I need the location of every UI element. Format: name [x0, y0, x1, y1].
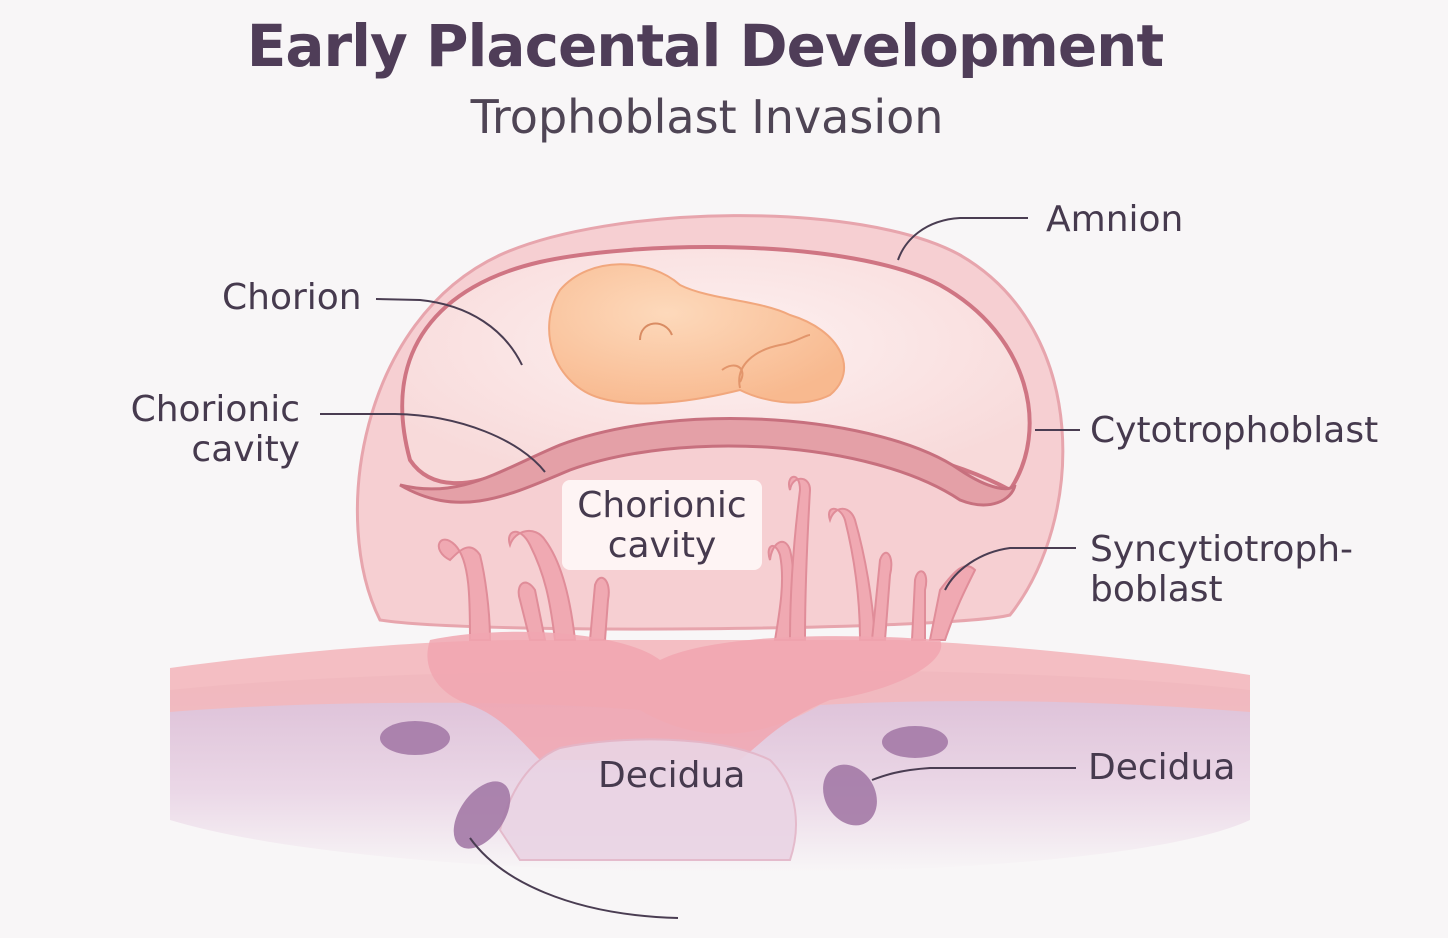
leader-syncytiotrophoblast [944, 547, 1076, 591]
amnion-membrane [399, 417, 1017, 507]
leader-chorion [375, 298, 523, 366]
label-syncytiotrophoblast: Syncytiotroph- boblast [1090, 530, 1353, 610]
leader-lines [320, 217, 1080, 919]
label-cytotrophoblast: Cytotrophoblast [1090, 410, 1379, 451]
leader-chorionic-cavity [320, 413, 546, 473]
embryo-detail [639, 322, 673, 341]
decidual-cell [823, 764, 877, 826]
label-amnion: Amnion [1046, 199, 1184, 240]
label-chorionic-cavity-left-line1: Chorionic [130, 389, 300, 430]
label-decidua-center: Decidua [598, 755, 746, 796]
decidual-cell [380, 721, 450, 755]
decidual-cells [380, 721, 948, 849]
label-chorionic-cavity-center-line2: cavity [607, 525, 717, 566]
label-chorionic-cavity-left: Chorionic cavity [100, 390, 300, 470]
label-chorionic-cavity-center: Chorionic cavity [562, 486, 762, 566]
embryo-curl [721, 364, 744, 383]
trophoblast-invasion-zone [427, 631, 942, 760]
label-syncytiotrophoblast-line1: Syncytiotroph- [1090, 529, 1354, 570]
label-chorionic-cavity-center-line1: Chorionic [577, 485, 747, 526]
decidual-cell [453, 781, 511, 849]
decidual-cell [882, 726, 948, 758]
leader-amnion [897, 217, 1028, 261]
decidua-pocket [498, 738, 797, 861]
diagram-subtitle: Trophoblast Invasion [470, 90, 944, 144]
embryo [548, 263, 846, 405]
chorionic-villi [437, 475, 977, 641]
leader-bottom [469, 837, 679, 919]
label-decidua-right: Decidua [1088, 747, 1236, 788]
leader-decidua [871, 767, 1076, 781]
chorionic-cavity-label-bg [562, 480, 762, 570]
diagram-title: Early Placental Development [246, 12, 1164, 80]
label-syncytiotrophoblast-line2: boblast [1090, 569, 1223, 610]
label-chorionic-cavity-left-line2: cavity [191, 429, 300, 470]
label-chorion: Chorion [222, 277, 362, 318]
